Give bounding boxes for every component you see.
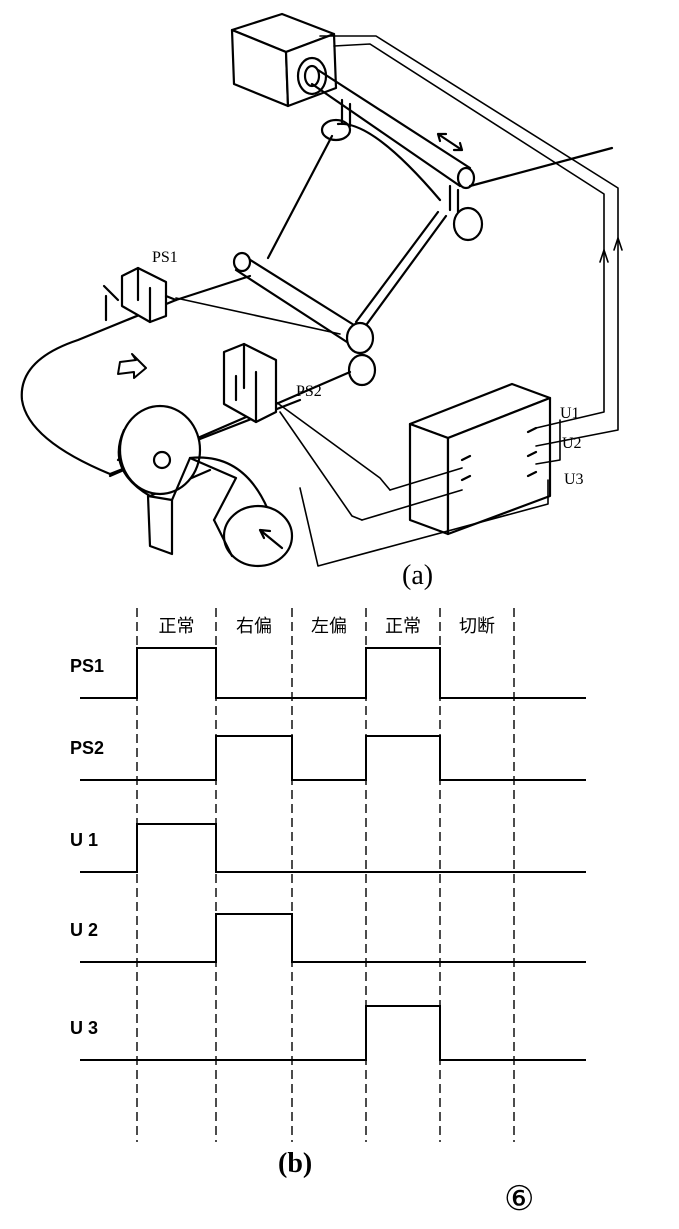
signal-label: PS1 — [70, 656, 104, 676]
drive-motor — [117, 404, 294, 568]
waveform-ps1 — [80, 647, 586, 699]
waveform-u3 — [80, 1005, 586, 1061]
upper-roller — [336, 122, 484, 242]
signal-label: U 3 — [70, 1018, 98, 1038]
phase-label: 正常 — [385, 616, 421, 637]
signal-label: PS2 — [70, 738, 104, 758]
waveform-ps2 — [80, 735, 586, 781]
control-box — [408, 382, 552, 536]
phase-label: 左偏 — [311, 616, 347, 637]
phase-label: 右偏 — [236, 616, 272, 637]
u2-output-label: U2 — [562, 435, 582, 452]
belt-apparatus-drawing — [20, 12, 623, 568]
waveform-u1 — [80, 823, 586, 873]
phase-label: 正常 — [159, 616, 195, 637]
belt-sheet — [266, 134, 614, 330]
actuator-box — [230, 12, 338, 108]
ps2-label: PS2 — [296, 383, 322, 400]
u3-output-label: U3 — [564, 471, 584, 488]
phase-label: 切断 — [459, 616, 495, 637]
ps1-label: PS1 — [152, 249, 178, 266]
caption-a: (a) — [402, 560, 433, 591]
signal-wires — [175, 35, 623, 567]
u1-output-label: U1 — [560, 405, 580, 422]
signal-label: U 2 — [70, 920, 98, 940]
actuator-rod — [310, 68, 476, 214]
figure-number: ⑥ — [504, 1181, 534, 1218]
caption-b: (b) — [278, 1148, 312, 1179]
signal-label: U 1 — [70, 830, 98, 850]
ps2-sensor — [222, 342, 278, 424]
waveform-u2 — [80, 913, 586, 963]
ps1-sensor — [102, 266, 178, 324]
